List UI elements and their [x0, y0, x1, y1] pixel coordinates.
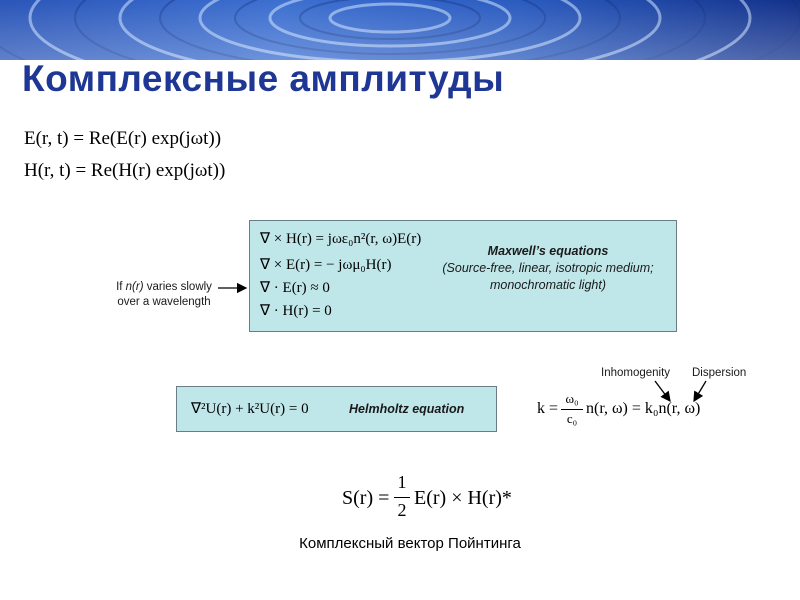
maxwell-caption: Maxwell’s equations (Source-free, linear… [428, 243, 668, 294]
slow-variation-note-line1: If n(r) varies slowly [116, 281, 212, 293]
poynting-denominator: 2 [397, 500, 407, 520]
wavenumber-lhs: k = [537, 400, 559, 417]
maxwell-equations-box: ∇ × H(r) = jωε₀n²(r, ω)E(r) ∇ × E(r) = −… [249, 220, 677, 332]
poynting-fraction-bar [394, 497, 410, 498]
page-title: Комплексные амплитуды [22, 58, 505, 99]
poynting-rhs: E(r) × H(r)* [414, 487, 512, 509]
ripple-banner-image [0, 0, 800, 60]
inhomogeneity-arrow [654, 380, 671, 403]
wavenumber-numerator: ω₀ [565, 391, 579, 406]
header-banner [0, 0, 800, 60]
dispersion-label: Dispersion [692, 367, 747, 379]
helmholtz-label: Helmholtz equation [349, 402, 465, 416]
poynting-lhs: S(r) = [342, 487, 390, 509]
slow-variation-note-line2: over a wavelength [117, 296, 211, 308]
poynting-numerator: 1 [397, 472, 407, 492]
maxwell-div-e-equation: ∇ · E(r) ≈ 0 [260, 280, 330, 296]
dispersion-arrow [693, 380, 707, 403]
wavenumber-rhs: n(r, ω) = k₀n(r, ω) [586, 400, 701, 417]
helmholtz-equation: ∇²U(r) + k²U(r) = 0 [191, 401, 309, 417]
wavenumber-fraction-bar [561, 409, 583, 410]
maxwell-caption-line2: monochromatic light) [489, 278, 606, 292]
maxwell-curl-e-equation: ∇ × E(r) = − jωμ₀H(r) [260, 257, 392, 273]
helmholtz-equation-box: ∇²U(r) + k²U(r) = 0 Helmholtz equation [176, 386, 497, 432]
inhomogeneity-label: Inhomogenity [601, 367, 671, 379]
maxwell-curl-h-equation: ∇ × H(r) = jωε₀n²(r, ω)E(r) [260, 231, 422, 247]
e-field-time-equation: E(r, t) = Re(E(r) exp(jωt)) [24, 128, 222, 149]
poynting-caption: Комплексный вектор Пойнтинга [299, 535, 521, 552]
maxwell-caption-line1: (Source-free, linear, isotropic medium; [442, 261, 654, 275]
slow-variation-note: If n(r) varies slowly over a wavelength [108, 280, 220, 310]
maxwell-div-h-equation: ∇ · H(r) = 0 [260, 303, 332, 319]
wavenumber-denominator: c₀ [566, 411, 578, 426]
h-field-time-equation: H(r, t) = Re(H(r) exp(jωt)) [24, 160, 226, 181]
maxwell-caption-title: Maxwell’s equations [487, 244, 609, 258]
